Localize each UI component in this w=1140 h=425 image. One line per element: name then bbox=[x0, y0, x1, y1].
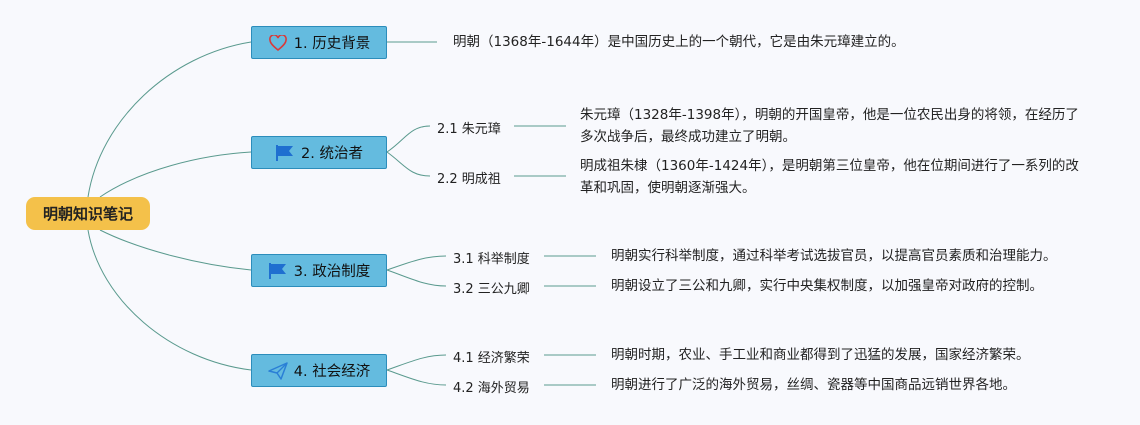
flag-icon bbox=[275, 143, 295, 163]
subtopic-overseas-trade[interactable]: 4.2 海外贸易 bbox=[453, 381, 530, 396]
subtopic-4-1-description: 明朝时期，农业、手工业和商业都得到了迅猛的发展，国家经济繁荣。 bbox=[611, 347, 1030, 363]
connector-root-topic4 bbox=[87, 229, 252, 371]
connector-topic2-sub2 bbox=[386, 151, 431, 177]
topic-label: 2. 统治者 bbox=[301, 146, 363, 162]
topic-political-system[interactable]: 3. 政治制度 bbox=[251, 254, 387, 287]
connector-root-topic2 bbox=[99, 151, 252, 198]
topic-history-background[interactable]: 1. 历史背景 bbox=[251, 26, 387, 59]
topic-label: 3. 政治制度 bbox=[293, 264, 371, 280]
subtopic-three-dukes-nine-ministers[interactable]: 3.2 三公九卿 bbox=[453, 282, 530, 297]
connector-root-topic3 bbox=[99, 229, 252, 271]
topic-label: 1. 历史背景 bbox=[293, 36, 371, 52]
topic-social-economy[interactable]: 4. 社会经济 bbox=[251, 354, 387, 387]
connector-topic4-sub2 bbox=[386, 369, 447, 386]
flag-icon bbox=[268, 261, 288, 281]
connector-topic4-sub1 bbox=[386, 354, 447, 371]
root-node[interactable]: 明朝知识笔记 bbox=[26, 197, 150, 230]
subtopic-ming-chengzu[interactable]: 2.2 明成祖 bbox=[437, 172, 501, 187]
connector-topic2-sub1 bbox=[386, 125, 431, 153]
subtopic-3-2-description: 明朝设立了三公和九卿，实行中央集权制度，以加强皇帝对政府的控制。 bbox=[611, 278, 1043, 294]
topic1-description: 明朝（1368年-1644年）是中国历史上的一个朝代，它是由朱元璋建立的。 bbox=[453, 34, 905, 50]
subtopic-economic-prosperity[interactable]: 4.1 经济繁荣 bbox=[453, 351, 530, 366]
subtopic-2-2-description: 明成祖朱棣（1360年-1424年），是明朝第三位皇帝，他在位期间进行了一系列的… bbox=[580, 158, 1079, 196]
heart-icon bbox=[268, 33, 288, 53]
connector-root-topic1 bbox=[87, 41, 252, 198]
subtopic-imperial-exam[interactable]: 3.1 科举制度 bbox=[453, 252, 530, 267]
connector-topic3-sub2 bbox=[386, 269, 447, 287]
topic-rulers[interactable]: 2. 统治者 bbox=[251, 136, 387, 169]
topic-label: 4. 社会经济 bbox=[293, 364, 371, 380]
root-label: 明朝知识笔记 bbox=[42, 205, 133, 223]
subtopic-3-1-description: 明朝实行科举制度，通过科举考试选拔官员，以提高官员素质和治理能力。 bbox=[611, 248, 1057, 264]
paper-plane-icon bbox=[268, 361, 288, 381]
subtopic-2-1-description: 朱元璋（1328年-1398年），明朝的开国皇帝，他是一位农民出身的将领，在经历… bbox=[580, 107, 1079, 145]
subtopic-4-2-description: 明朝进行了广泛的海外贸易，丝绸、瓷器等中国商品远销世界各地。 bbox=[611, 377, 1016, 393]
subtopic-zhu-yuanzhang[interactable]: 2.1 朱元璋 bbox=[437, 122, 501, 137]
connector-topic3-sub1 bbox=[386, 255, 447, 271]
